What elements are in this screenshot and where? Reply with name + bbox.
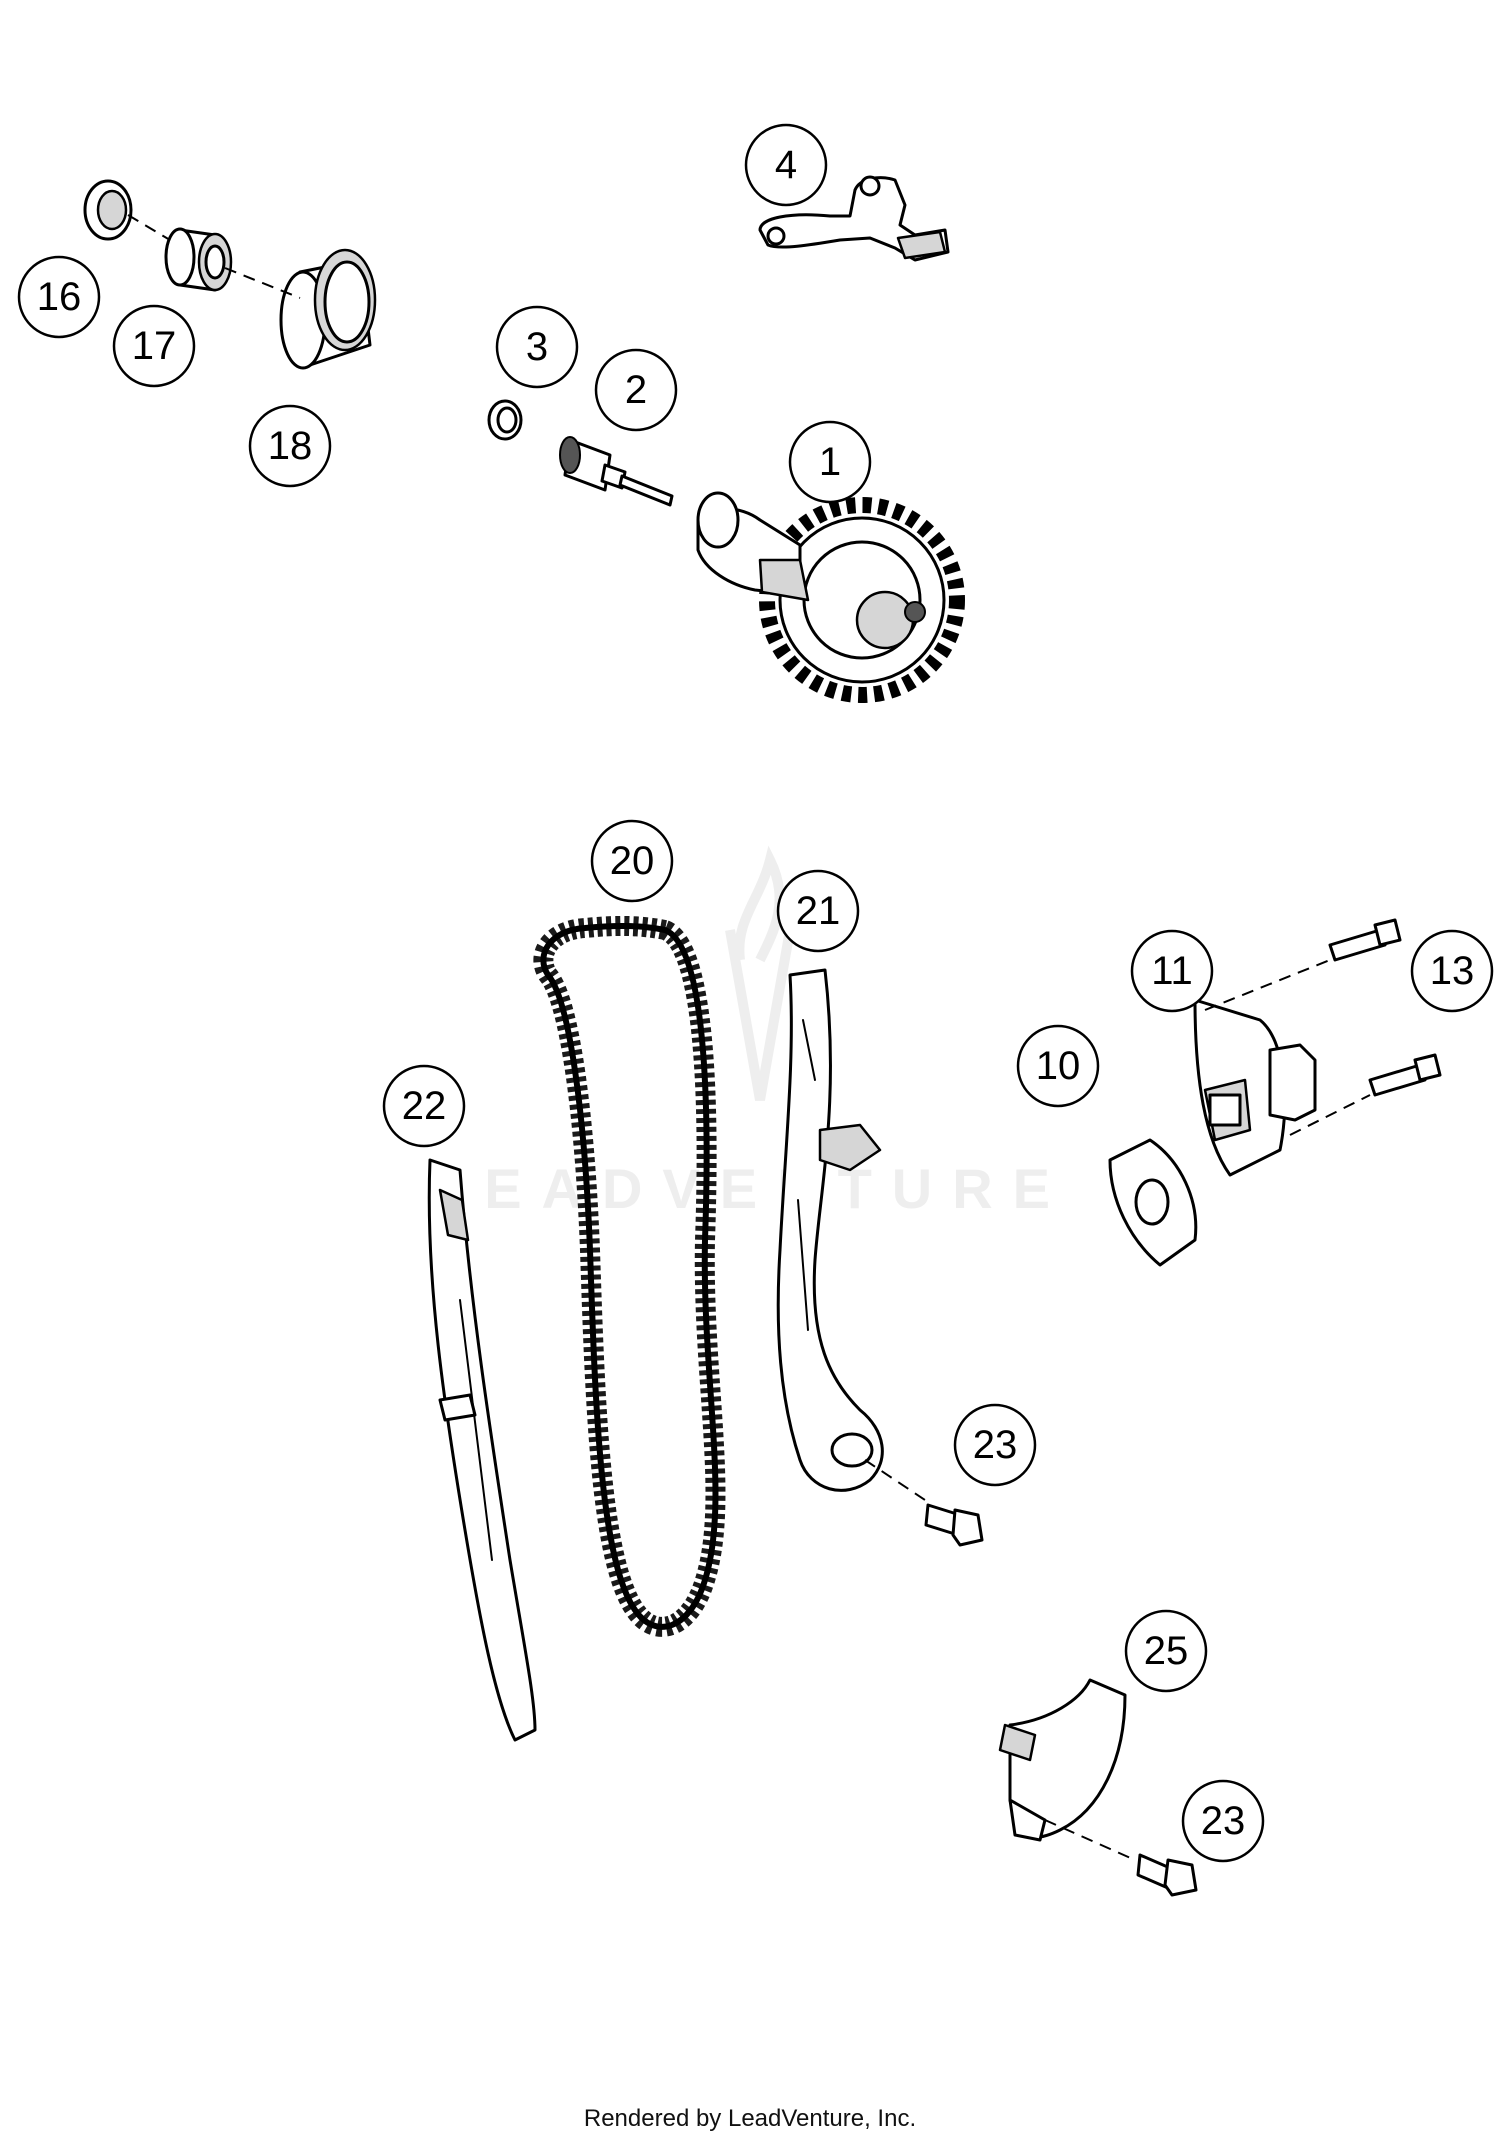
part-23-bolt-upper[interactable] bbox=[924, 1503, 984, 1547]
callout-11[interactable]: 11 bbox=[1130, 929, 1214, 1013]
callout-1-label: 1 bbox=[819, 440, 841, 484]
leader-17-18 bbox=[224, 267, 301, 299]
callout-16[interactable]: 16 bbox=[17, 255, 101, 339]
part-23-bolt-lower[interactable] bbox=[1136, 1853, 1198, 1897]
callout-17[interactable]: 17 bbox=[112, 304, 196, 388]
callout-1[interactable]: 1 bbox=[788, 420, 872, 504]
callout-2-label: 2 bbox=[625, 368, 647, 412]
callout-4-label: 4 bbox=[775, 143, 797, 187]
part-21-tensioner-rail[interactable] bbox=[776, 968, 884, 1492]
callout-21-label: 21 bbox=[796, 889, 841, 933]
callout-20-label: 20 bbox=[610, 839, 655, 883]
callout-13[interactable]: 13 bbox=[1410, 929, 1494, 1013]
callout-23-lower-label: 23 bbox=[1201, 1799, 1246, 1843]
part-10-gasket[interactable] bbox=[1108, 1138, 1198, 1267]
callout-13-label: 13 bbox=[1430, 949, 1475, 993]
part-25-guide-shoe[interactable] bbox=[998, 1678, 1127, 1842]
callout-2[interactable]: 2 bbox=[594, 348, 678, 432]
callout-25-label: 25 bbox=[1144, 1629, 1189, 1673]
callout-23-lower[interactable]: 23 bbox=[1181, 1779, 1265, 1863]
callout-16-label: 16 bbox=[37, 275, 82, 319]
part-2-decompression-pin[interactable] bbox=[559, 436, 674, 507]
callout-4[interactable]: 4 bbox=[744, 123, 828, 207]
watermark: LEADVENTURE bbox=[430, 845, 1070, 1220]
part-13-bolt-lower[interactable] bbox=[1368, 1053, 1442, 1097]
part-4-bracket-plate[interactable] bbox=[758, 175, 950, 262]
part-1-camshaft[interactable] bbox=[696, 491, 965, 703]
callout-23-upper[interactable]: 23 bbox=[953, 1403, 1037, 1487]
leader-25-23b bbox=[1044, 1819, 1136, 1861]
callout-21[interactable]: 21 bbox=[776, 869, 860, 953]
callout-11-label: 11 bbox=[1151, 949, 1193, 993]
callout-18-label: 18 bbox=[268, 424, 313, 468]
callout-20[interactable]: 20 bbox=[590, 819, 674, 903]
callout-22-label: 22 bbox=[402, 1084, 447, 1128]
callout-10[interactable]: 10 bbox=[1016, 1024, 1100, 1108]
part-3-retaining-ring[interactable] bbox=[487, 399, 523, 441]
callout-3[interactable]: 3 bbox=[495, 305, 579, 389]
part-16-seal-ring[interactable] bbox=[83, 179, 133, 241]
part-22-guide-rail[interactable] bbox=[427, 1158, 537, 1742]
callout-23-upper-label: 23 bbox=[973, 1423, 1018, 1467]
callout-18[interactable]: 18 bbox=[248, 404, 332, 488]
callout-17-label: 17 bbox=[132, 324, 177, 368]
leader-11-13a bbox=[1204, 959, 1331, 1011]
part-17-bearing[interactable] bbox=[164, 227, 233, 292]
part-11-chain-tensioner[interactable] bbox=[1193, 998, 1317, 1177]
callout-3-label: 3 bbox=[526, 325, 548, 369]
leader-21-23a bbox=[864, 1459, 926, 1501]
callout-22[interactable]: 22 bbox=[382, 1064, 466, 1148]
leader-16-17 bbox=[127, 214, 171, 241]
callout-25[interactable]: 25 bbox=[1124, 1609, 1208, 1693]
part-13-bolt-upper[interactable] bbox=[1328, 918, 1402, 962]
part-18-sleeve[interactable] bbox=[279, 248, 377, 370]
callout-10-label: 10 bbox=[1036, 1044, 1081, 1088]
watermark-text: LEADVENTURE bbox=[430, 1157, 1070, 1220]
part-20-timing-chain[interactable] bbox=[533, 915, 726, 1637]
footer-credit: Rendered by LeadVenture, Inc. bbox=[583, 2105, 917, 2132]
leader-11-13b bbox=[1289, 1094, 1371, 1136]
